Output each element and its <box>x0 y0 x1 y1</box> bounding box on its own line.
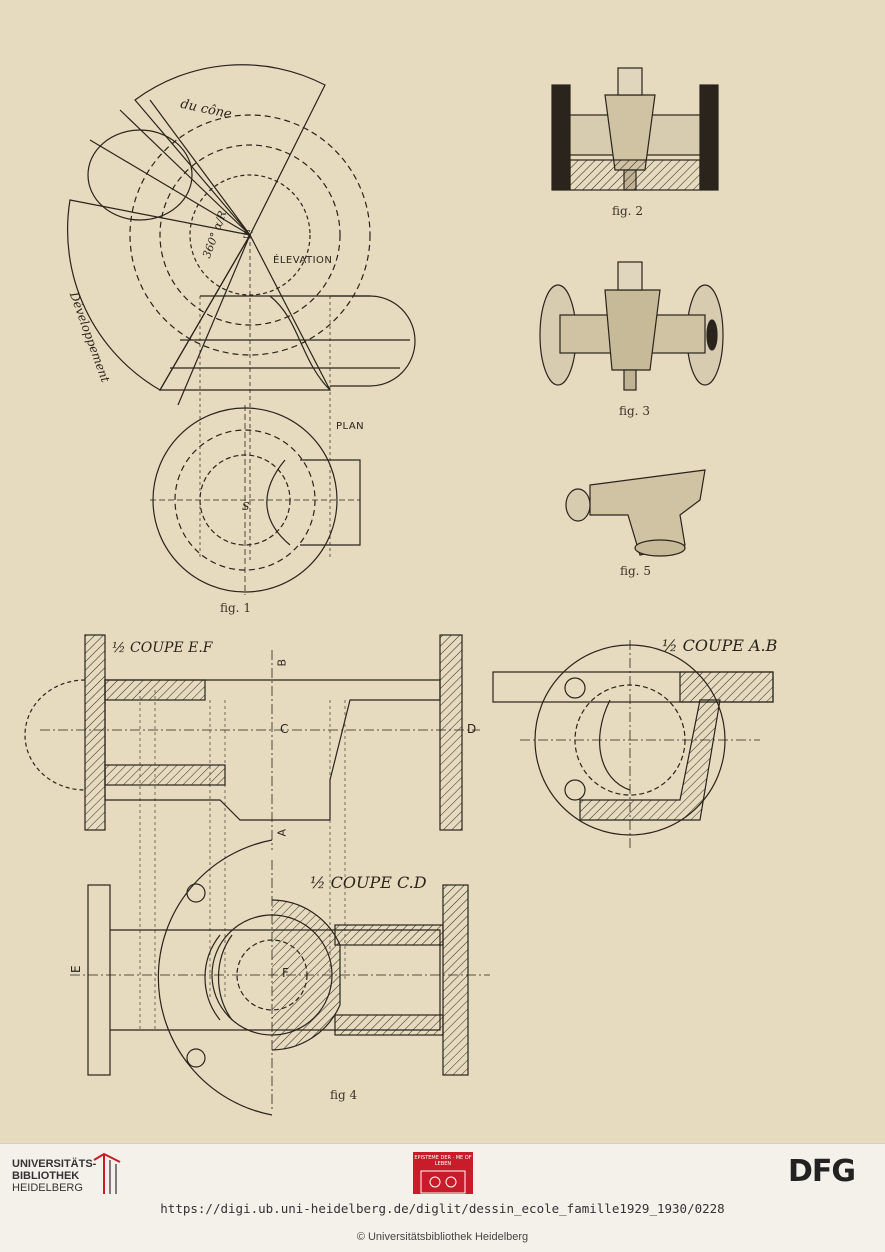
fig4-coupe-ab <box>492 640 774 850</box>
technical-drawings <box>24 64 774 1116</box>
fig4-label-e: E <box>69 964 84 974</box>
fig4-label-b: B <box>275 658 289 667</box>
fig1-cone-development <box>67 64 371 406</box>
fig5-caption: fig. 5 <box>620 564 651 578</box>
fig1-apex-plan-label: S <box>242 500 250 513</box>
fig4-coupe-ef-label: ½ COUPE E.F <box>112 640 213 656</box>
ub-logo-line2: BIBLIOTHEK <box>12 1170 80 1182</box>
fig4-label-a: A <box>275 828 289 837</box>
fig4-label-f: F <box>282 966 290 980</box>
scanned-plate: du cône Développement 360° α/R S' ÉLEVAT… <box>24 64 778 1116</box>
projection-lines <box>139 690 346 1030</box>
fig3-caption: fig. 3 <box>619 404 650 418</box>
ub-heidelberg-logo[interactable]: UNIVERSITÄTS- BIBLIOTHEK HEIDELBERG <box>12 1158 96 1194</box>
fig2-caption: fig. 2 <box>612 204 643 218</box>
fig1-plan-label: PLAN <box>336 421 365 432</box>
fig1-apex-label: S' <box>243 228 254 241</box>
fig4-coupe-ef <box>24 634 480 850</box>
dfg-logo[interactable]: DFG <box>788 1154 856 1189</box>
fig3-valve-exterior <box>539 261 724 391</box>
fig4-label-c: C <box>280 722 289 736</box>
fig1-elevation-label: ÉLEVATION <box>273 255 333 266</box>
fig4-coupe-ab-label: ½ COUPE A.B <box>662 636 778 655</box>
fig4-coupe-cd-label: ½ COUPE C.D <box>310 873 427 892</box>
episteme-emblem-icon <box>420 1170 466 1194</box>
ub-logo-line1: UNIVERSITÄTS- <box>12 1158 97 1170</box>
viewer-footer: UNIVERSITÄTS- BIBLIOTHEK HEIDELBERG EPIS… <box>0 1143 885 1252</box>
fig4-coupe-cd <box>70 839 490 1116</box>
fig4-label-d: D <box>467 722 477 736</box>
fig5-plug <box>565 469 706 557</box>
fig1-elevation <box>158 233 416 560</box>
fig1-plan <box>150 405 361 595</box>
ub-logo-line3: HEIDELBERG <box>12 1182 83 1194</box>
episteme-logo-text: EPISTEME DER · ME OF LEBEN <box>414 1155 472 1167</box>
fig2-valve-section <box>551 67 719 191</box>
permalink-url[interactable]: https://digi.ub.uni-heidelberg.de/diglit… <box>160 1201 725 1216</box>
episteme-logo[interactable]: EPISTEME DER · ME OF LEBEN <box>413 1152 473 1194</box>
fig4-caption: fig 4 <box>330 1088 358 1102</box>
ub-mark-icon <box>93 1152 121 1194</box>
fig1-caption: fig. 1 <box>220 601 251 615</box>
copyright-notice: © Universitätsbibliothek Heidelberg <box>356 1231 529 1243</box>
